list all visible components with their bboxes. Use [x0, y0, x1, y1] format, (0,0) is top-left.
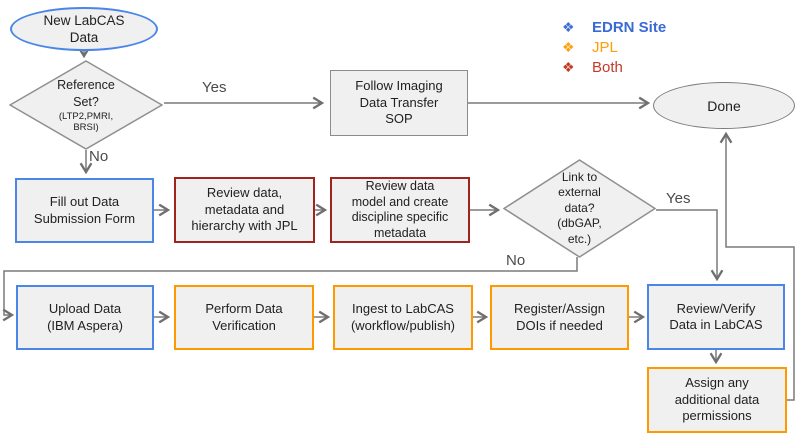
orange-diamond-icon: ❖ [562, 38, 575, 55]
process-follow-imaging-sop: Follow Imaging Data Transfer SOP [330, 70, 468, 136]
process-assign-additional-permissions: Assign any additional data permissions [647, 367, 787, 433]
diamond-shape [9, 60, 163, 150]
edge-label-external-no: No [506, 252, 526, 269]
legend-item-jpl: ❖ JPL [562, 37, 666, 57]
process-upload-data-aspera: Upload Data (IBM Aspera) [16, 285, 154, 350]
process-review-data-metadata-jpl: Review data, metadata and hierarchy with… [174, 177, 315, 243]
legend-item-both: ❖ Both [562, 57, 666, 77]
process-review-verify-labcas: Review/Verify Data in LabCAS [647, 284, 785, 350]
start-node-new-labcas-data: New LabCAS Data [10, 7, 158, 51]
process-fill-out-submission-form: Fill out Data Submission Form [15, 178, 154, 243]
end-node-done: Done [653, 82, 795, 129]
process-perform-data-verification: Perform Data Verification [174, 285, 314, 350]
decision-link-external-data: Link to external data? (dbGAP, etc.) [503, 159, 656, 258]
process-register-assign-dois: Register/Assign DOIs if needed [490, 285, 629, 350]
decision-reference-set: Reference Set? (LTP2,PMRI, BRSI) [9, 60, 163, 150]
edge-label-reference-yes: Yes [202, 79, 227, 96]
diamond-shape [503, 159, 656, 258]
legend-label: Both [592, 58, 623, 76]
process-review-data-model: Review data model and create discipline … [330, 177, 470, 243]
legend-item-edrn-site: ❖ EDRN Site [562, 17, 666, 37]
blue-diamond-icon: ❖ [562, 18, 575, 35]
legend-label: JPL [592, 38, 618, 56]
edge-label-reference-no: No [89, 148, 109, 165]
edge-label-external-yes: Yes [666, 190, 691, 207]
process-ingest-to-labcas: Ingest to LabCAS (workflow/publish) [333, 285, 473, 350]
legend: ❖ EDRN Site ❖ JPL ❖ Both [562, 17, 666, 77]
legend-label: EDRN Site [592, 18, 667, 36]
red-diamond-icon: ❖ [562, 58, 575, 75]
